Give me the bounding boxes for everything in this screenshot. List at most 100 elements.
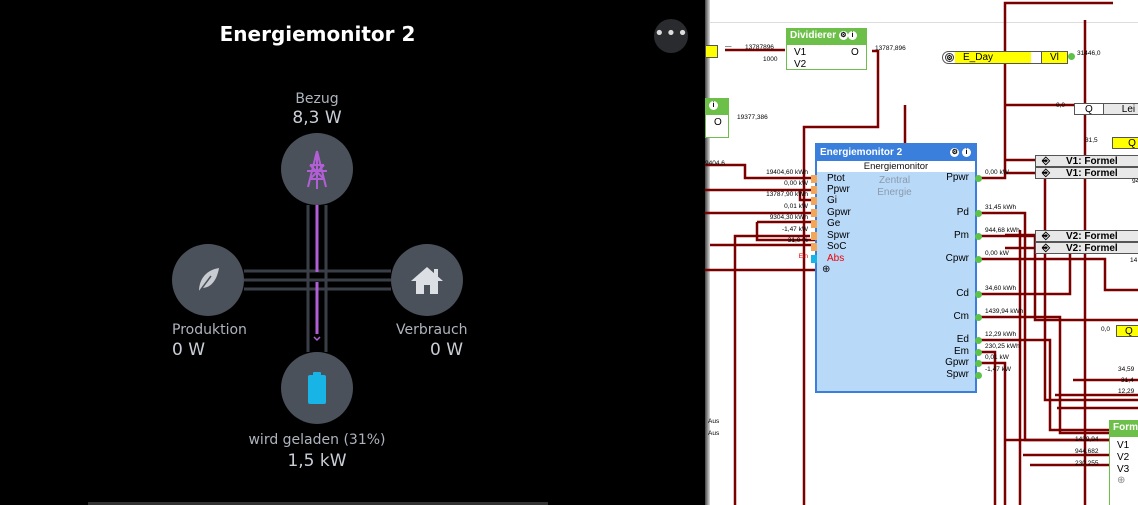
input-icon: ⎆ [1042,243,1050,254]
grid-value: 8,3 W [292,108,342,128]
q1-value: 31,5 [1085,137,1098,144]
eday-value: 31446,0 [1077,50,1101,57]
dividierer-block[interactable]: Dividierer ⚙i V1 V2 O [786,28,867,70]
output-port[interactable] [975,291,982,298]
watermark: Energie [877,187,912,198]
port[interactable] [1068,53,1075,60]
output-port[interactable] [975,210,982,217]
v2-formel-label: V2: Formel [1066,231,1118,242]
energiemonitor-block[interactable]: Energiemonitor 2⚙ i Energiemonitor Zentr… [815,143,977,393]
info-icon[interactable]: i [709,100,718,110]
right-value: 12,29 [1118,388,1135,395]
home-node[interactable] [391,244,463,316]
more-options-button[interactable]: ••• [654,19,688,53]
input-value: -1,47 kW [781,226,808,233]
dividierer-in1: 13787896 [745,44,774,51]
formel-block[interactable]: Form V1 V2 V3 ⊕ [1109,420,1138,505]
battery-label: wird geladen (31%) [248,432,386,448]
flow-lines [244,205,391,352]
output-value: -1,47 kW [985,366,1012,373]
input-v1: V1 [794,47,807,58]
home-label: Verbrauch [396,322,468,338]
output-value: 0,00 kW [985,169,1009,176]
gear-icon[interactable]: ⚙ [838,30,848,40]
more-horizontal-icon: ••• [654,23,689,44]
output-port[interactable] [975,337,982,344]
input-port[interactable] [811,209,817,217]
aus-label-2: Aus [708,430,720,437]
home-value: 0 W [430,340,464,360]
output-port-label: Pd [956,207,969,218]
leaf-icon [198,268,219,293]
battery-node[interactable] [281,352,353,424]
formel-value: 944,682 [1075,448,1099,455]
input-port[interactable] [811,175,817,183]
output-port[interactable] [975,360,982,367]
scrollbar[interactable] [88,502,548,505]
add-input-icon[interactable]: ⊕ [822,264,831,275]
formel-input: V3 [1117,464,1130,475]
dividierer-title: Dividierer [790,30,837,41]
output-port[interactable] [975,233,982,240]
output-value: 944,68 kWh [985,227,1020,234]
block-title: Energiemonitor 2 [820,147,903,158]
q-yellow-block[interactable]: Q [1112,137,1138,149]
gear-icon[interactable]: ⚙ [945,52,954,62]
right-value: 94 [1132,178,1138,185]
input-port[interactable] [811,255,817,263]
solar-node[interactable] [172,244,244,316]
panel-edge [705,0,710,505]
output-port-label: Cpwr [945,253,969,264]
divider [710,22,1138,23]
input-port-label: Abs [827,253,845,264]
output-port-label: Ed [956,334,969,345]
info-icon[interactable]: i [847,30,857,40]
gear-icon[interactable]: ⚙ [950,147,960,157]
output-value: 1439,94 kWh [985,308,1024,315]
v1-formel-1[interactable]: ⎆V1: Formel [1035,155,1138,167]
energy-card: Energiemonitor 2 ••• Bezug 8,3 W Produkt… [88,19,688,505]
eday-type: Vl [1041,52,1067,63]
output-port[interactable] [975,256,982,263]
output-port[interactable] [975,349,982,356]
input-port[interactable] [811,243,817,251]
small-block-output: O [714,117,722,128]
input-port[interactable] [811,220,817,228]
q-yellow-block-2[interactable]: Q [1116,325,1138,337]
info-icon[interactable]: i [962,147,971,157]
output-value: 31,45 kWh [985,204,1017,211]
add-input-icon[interactable]: ⊕ [1117,475,1126,486]
output-port-label: Em [954,346,969,357]
grid-label: Bezug [295,91,339,107]
v1-formel-2[interactable]: ⎆V1: Formel [1035,167,1138,179]
input-port[interactable] [811,186,817,194]
eday-variable[interactable]: ⚙ E_Day Vl [942,51,1068,64]
input-value: 0,01 kW [784,203,808,210]
input-stub[interactable] [705,45,718,58]
output-port[interactable] [975,372,982,379]
input-port[interactable] [811,232,817,240]
v2-formel-1[interactable]: ⎆ V2: Formel [1035,230,1138,242]
dividierer-out: 13787,896 [875,45,906,52]
lei-label: Lei [1121,104,1136,115]
stub-mark: — [725,43,732,50]
input-value: 9304,30 kWh [769,214,808,221]
card-title: Energiemonitor 2 [219,22,416,46]
formel-input: V2 [1117,452,1130,463]
input-value: 13787,90 kWh [766,191,808,198]
input-icon: ⎆ [1042,231,1050,242]
output-port[interactable] [975,175,982,182]
logic-diagram[interactable]: — Dividierer ⚙i V1 V2 O 13787896 1000 13… [705,0,1138,505]
grid-node[interactable] [281,133,353,205]
output-value: 230,25 kWh [985,343,1020,350]
eday-name: E_Day [955,52,1031,63]
output-port[interactable] [975,314,982,321]
v2-formel-2[interactable]: ⎆ V2: Formel [1035,242,1138,254]
v2-formel-label: V2: Formel [1066,243,1118,254]
q-lei-value: 0,0 [1056,102,1066,109]
input-port[interactable] [811,197,817,205]
input-port-label: Spwr [827,230,850,241]
small-block[interactable]: i O [705,98,729,138]
output-o: O [851,47,859,58]
